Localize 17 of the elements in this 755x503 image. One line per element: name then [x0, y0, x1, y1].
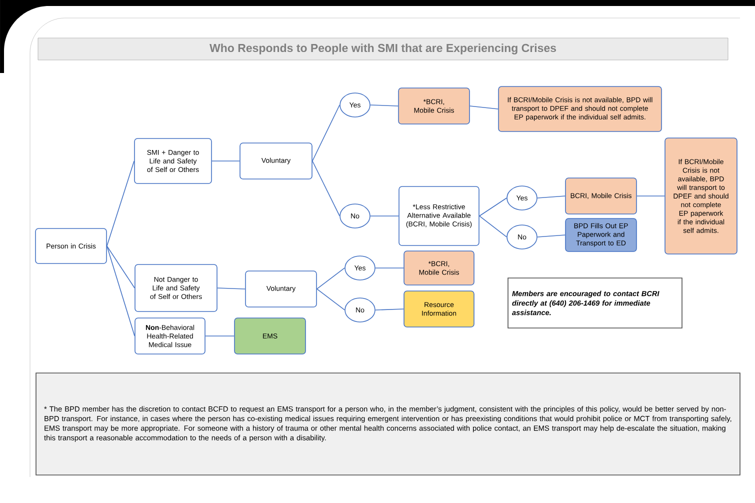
connector-line: [470, 106, 498, 110]
connector-line: [212, 160, 240, 162]
connector-line: [479, 216, 507, 238]
connector-line: [479, 198, 507, 216]
connector-line: [537, 234, 566, 238]
connector-line: [370, 104, 398, 106]
connector-line: [316, 288, 345, 310]
connector-line: [375, 308, 404, 310]
connector-line: [106, 160, 135, 246]
connector-line: [217, 288, 246, 290]
connector-line: [106, 246, 135, 288]
connector-line: [316, 268, 345, 290]
connector-line: [106, 246, 135, 336]
connector-line: [312, 160, 340, 216]
connector-line: [537, 196, 566, 198]
title-banner: Who Responds to People with SMI that are Experiencing Crises: [38, 38, 728, 60]
connector-line: [312, 104, 340, 162]
